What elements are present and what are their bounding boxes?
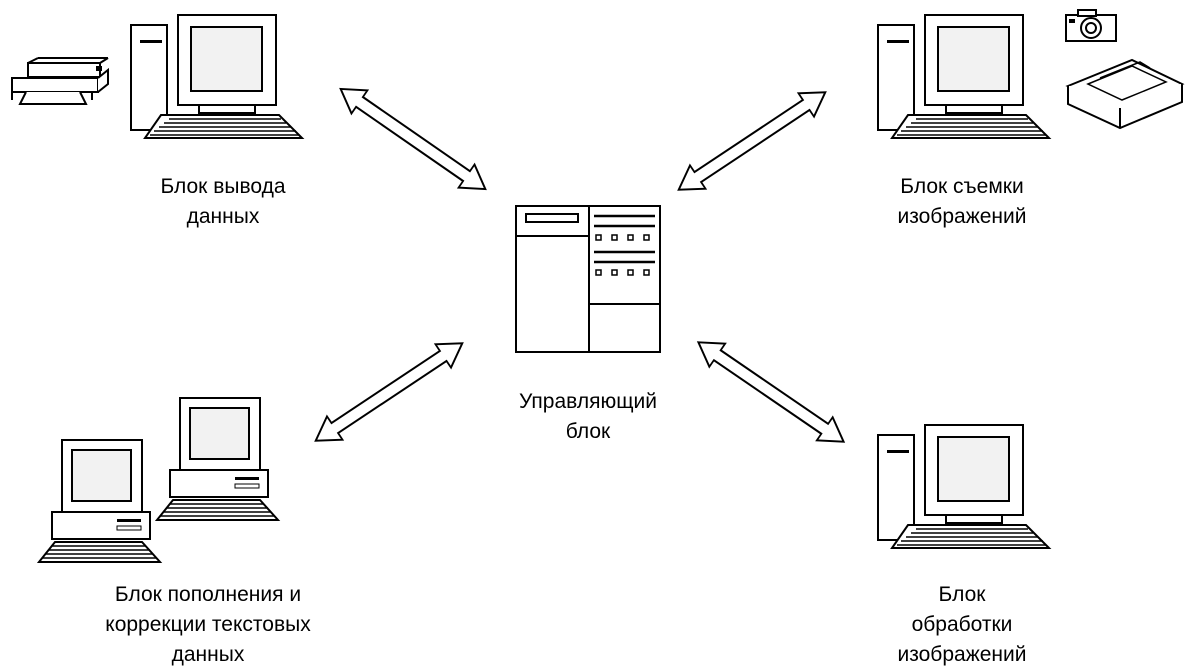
processing-block-label-line-2: обработки xyxy=(911,613,1013,636)
processing-block-label: Блок обработки изображений xyxy=(842,580,1082,670)
correction-computer-left-icon xyxy=(38,439,161,563)
arrow-capture-control xyxy=(669,79,835,203)
correction-block-label-line-1: Блок пополнения и xyxy=(114,583,302,606)
capture-block-label-line-2: изображений xyxy=(897,205,1027,228)
control-block-label-line-2: блок xyxy=(565,420,611,443)
output-block-label-line-1: Блок вывода xyxy=(160,175,286,198)
processing-computer-icon xyxy=(877,424,1050,549)
scanner-icon xyxy=(1065,58,1185,130)
capture-block-label: Блок съемки изображений xyxy=(842,172,1082,232)
correction-block-label-line-2: коррекции текстовых xyxy=(105,613,311,636)
processing-block-label-line-3: изображений xyxy=(897,643,1027,666)
server-icon xyxy=(515,205,661,353)
control-block-label: Управляющий блок xyxy=(468,387,708,447)
correction-block-label-line-3: данных xyxy=(171,643,245,666)
arrow-output-control xyxy=(331,76,495,202)
arrow-processing-control xyxy=(689,329,853,455)
output-block-label: Блок вывода данных xyxy=(108,172,338,232)
processing-block-label-line-1: Блок xyxy=(938,583,986,606)
output-block-label-line-2: данных xyxy=(186,205,260,228)
correction-block-label: Блок пополнения и коррекции текстовых да… xyxy=(58,580,358,670)
capture-computer-icon xyxy=(877,14,1050,139)
printer-icon xyxy=(11,57,109,105)
camera-icon xyxy=(1065,9,1117,42)
output-computer-icon xyxy=(130,14,303,139)
correction-computer-right-icon xyxy=(156,397,279,521)
capture-block-label-line-1: Блок съемки xyxy=(900,175,1024,198)
control-block-label-line-1: Управляющий xyxy=(519,390,657,413)
block-diagram xyxy=(11,9,1185,563)
arrow-correction-control xyxy=(306,330,472,454)
